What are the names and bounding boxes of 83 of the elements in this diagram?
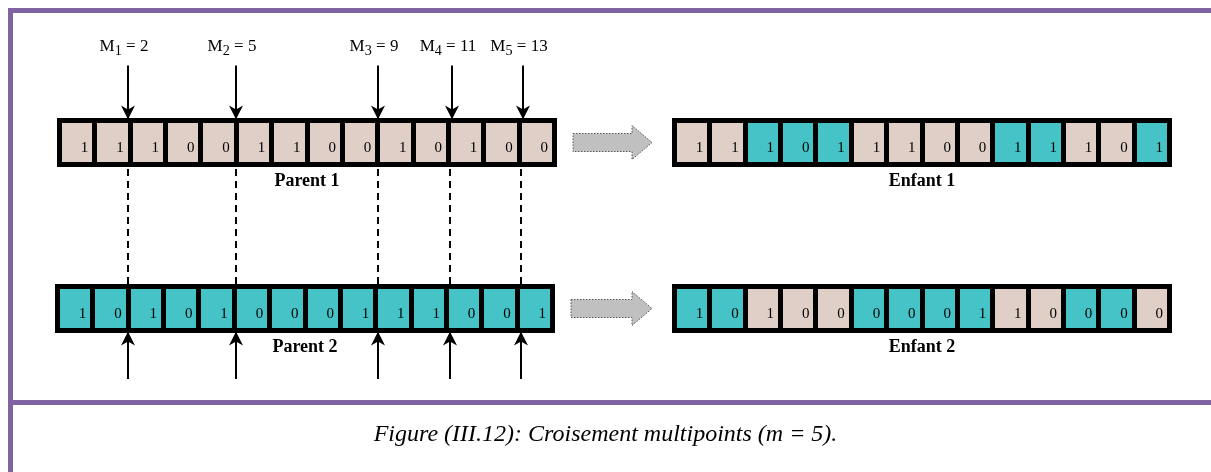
gene-cell: 1 [747,123,779,162]
cut-point-label: M$_{5}$ = 13 [490,36,548,60]
gene-cell: 1 [959,289,991,328]
gene-cell: 0 [712,289,743,328]
gene-cell: 0 [484,289,515,328]
arrow [514,331,528,380]
gene-cell: 1 [380,123,411,162]
cut-point-label: M$_{3}$ = 9 [349,36,399,60]
chromosome-label: Parent 2 [271,336,339,357]
gene-cell: 1 [450,123,482,162]
gene-cell: 1 [274,123,305,162]
gene-cell: 1 [130,289,162,328]
figure-caption: Figure (III.12): Croisement multipoints (m = 5). [372,420,839,447]
arrow [443,331,457,380]
gene-cell: 0 [1101,289,1132,328]
gene-cell: 1 [238,123,270,162]
gene-cell: 1 [995,289,1026,328]
gene-cell: 0 [818,289,849,328]
gene-cell: 1 [62,123,93,162]
gene-cell: 0 [309,123,340,162]
gene-cell: 1 [747,289,779,328]
gene-cell: 0 [168,123,199,162]
gene-cell: 0 [959,123,991,162]
gene-cell: 0 [1065,289,1097,328]
arrow [229,64,243,120]
block-arrow [572,125,653,160]
gene-cell: 0 [924,289,955,328]
gene-cell: 1 [413,289,444,328]
gene-cell: 0 [853,289,885,328]
arrow [371,64,385,120]
arrow [121,64,135,120]
block-arrow [570,291,653,326]
gene-cell: 1 [97,123,128,162]
gene-cell: 1 [853,123,885,162]
gene-cell: 0 [1030,289,1061,328]
gene-cell: 0 [448,289,480,328]
gene-cell: 0 [95,289,126,328]
chromosome-label: Enfant 1 [887,170,957,191]
gene-cell: 1 [519,289,551,328]
gene-cell: 1 [1065,123,1097,162]
gene-cell: 1 [889,123,920,162]
gene-cell: 1 [1030,123,1061,162]
gene-cell: 0 [415,123,446,162]
arrow [121,331,135,380]
arrow [229,331,243,380]
gene-cell: 0 [236,289,268,328]
gene-cell: 0 [1101,123,1132,162]
cut-line [127,168,129,285]
cut-line [377,168,379,285]
gene-cell: 0 [521,123,553,162]
gene-cell: 0 [1136,289,1168,328]
gene-cell: 1 [342,289,374,328]
gene-cell: 0 [486,123,517,162]
gene-cell: 1 [677,289,708,328]
cut-point-label: M$_{1}$ = 2 [99,36,149,60]
gene-cell: 1 [201,289,232,328]
gene-cell: 0 [344,123,376,162]
gene-cell: 0 [783,123,814,162]
gene-cell: 1 [818,123,849,162]
gene-cell: 0 [203,123,234,162]
gene-cell: 1 [712,123,743,162]
gene-cell: 0 [924,123,955,162]
cut-line [235,168,237,285]
gene-cell: 1 [378,289,409,328]
cut-point-label: M$_{2}$ = 5 [207,36,257,60]
cut-point-label: M$_{4}$ = 11 [419,36,477,60]
chromosome-label: Enfant 2 [887,336,957,357]
gene-cell: 0 [783,289,814,328]
arrow [516,64,530,120]
gene-cell: 1 [677,123,708,162]
gene-cell: 1 [995,123,1026,162]
arrow [371,331,385,380]
gene-cell: 0 [272,289,303,328]
gene-cell: 0 [166,289,197,328]
gene-cell: 1 [60,289,91,328]
chromosome-label: Parent 1 [273,170,341,191]
cut-line [520,168,522,285]
gene-cell: 0 [889,289,920,328]
gene-cell: 1 [132,123,164,162]
gene-cell: 0 [307,289,338,328]
gene-cell: 1 [1136,123,1168,162]
arrow [445,64,459,120]
cut-line [449,168,451,285]
